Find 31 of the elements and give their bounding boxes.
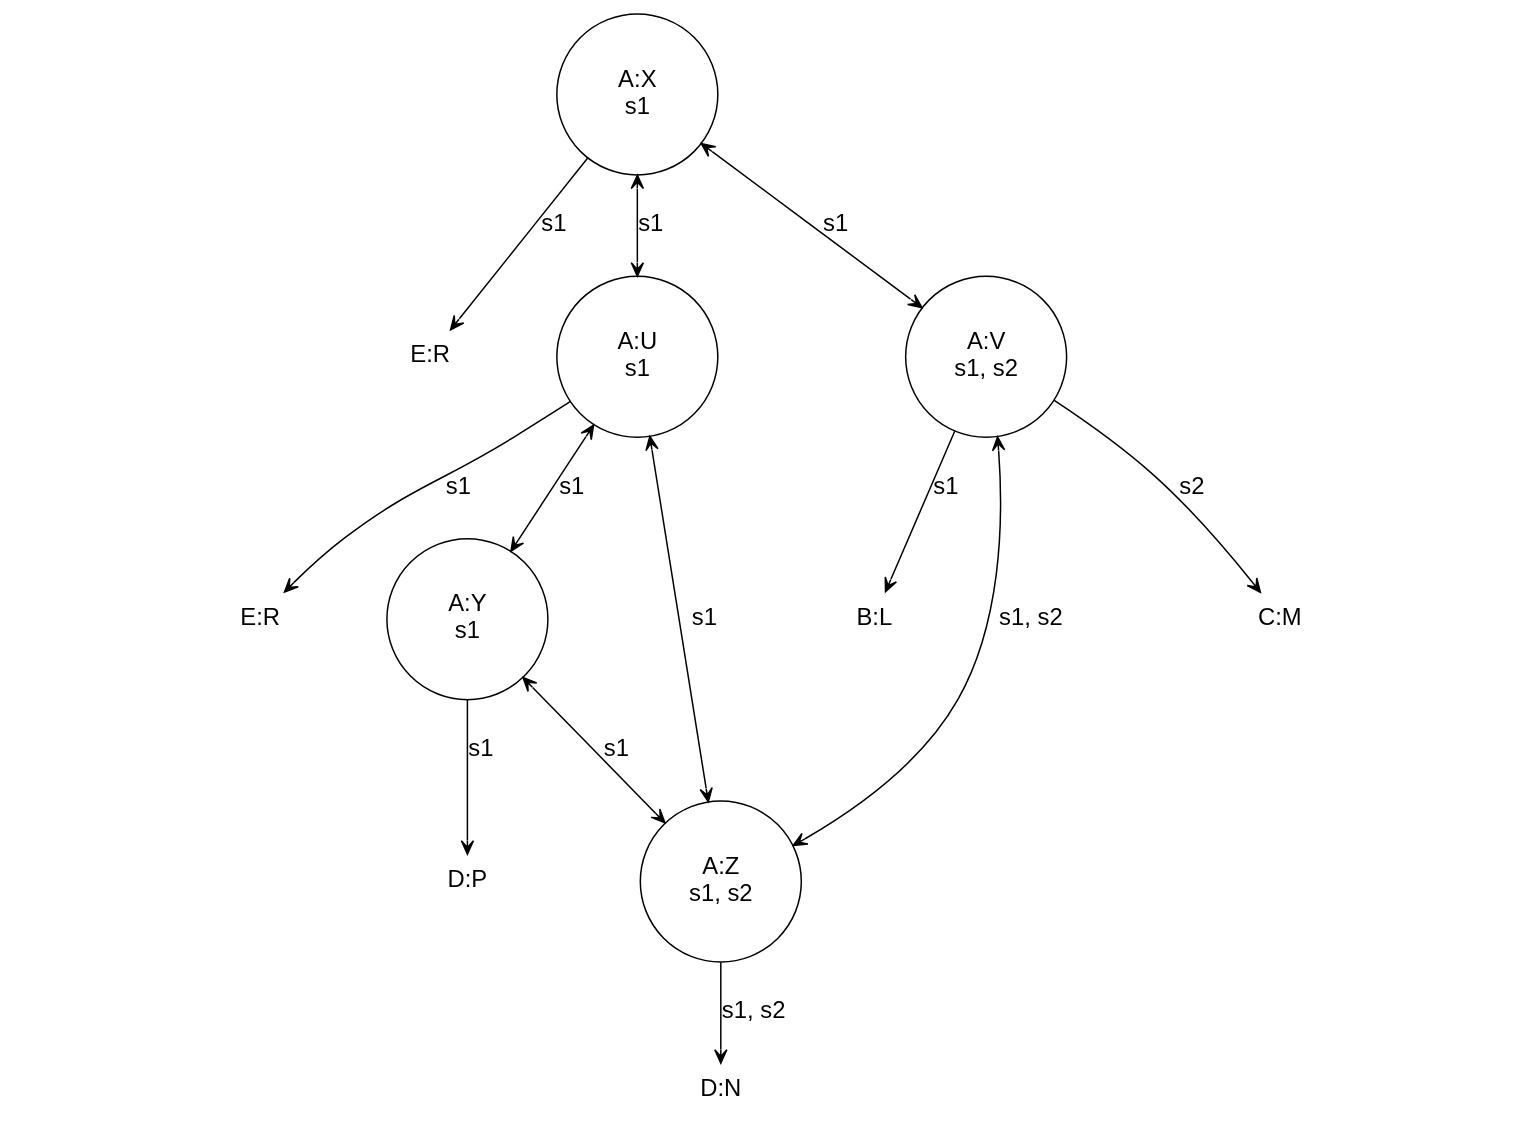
arrow bbox=[460, 699, 474, 855]
arrow bbox=[700, 142, 923, 309]
edge-label: s1 bbox=[467, 734, 493, 761]
node-text: D:N bbox=[699, 1073, 741, 1101]
node-text: C:M bbox=[1257, 602, 1302, 630]
arrow bbox=[1053, 399, 1261, 593]
edge-label: s1, s2 bbox=[721, 996, 785, 1024]
arrow bbox=[713, 961, 728, 1064]
edge-label: s1 bbox=[637, 209, 663, 237]
node-text: E:R bbox=[239, 602, 280, 630]
arrow bbox=[792, 436, 1005, 847]
edge-label: s1 bbox=[822, 209, 848, 237]
arrow bbox=[521, 676, 666, 824]
edge-label: s1 bbox=[691, 602, 717, 630]
arrow bbox=[449, 157, 588, 331]
edge-label: s1 bbox=[603, 734, 629, 761]
node-text: D:P bbox=[447, 865, 487, 893]
node-text: B:L bbox=[855, 602, 892, 630]
arrow bbox=[630, 174, 644, 277]
arrow bbox=[283, 401, 571, 593]
node-text: E:R bbox=[409, 340, 450, 368]
edge-label: s1, s2 bbox=[998, 602, 1063, 630]
edge-label: s1 bbox=[558, 471, 584, 499]
edge-label: s2 bbox=[1178, 471, 1204, 499]
arrow bbox=[509, 424, 594, 552]
arrow bbox=[644, 435, 713, 803]
edge-label: s1 bbox=[932, 471, 958, 499]
edge-label: s1 bbox=[445, 471, 471, 499]
node-circle: A:Z s1, s2 bbox=[639, 800, 802, 963]
arrow bbox=[884, 430, 955, 593]
edge-label: s1 bbox=[540, 209, 566, 237]
